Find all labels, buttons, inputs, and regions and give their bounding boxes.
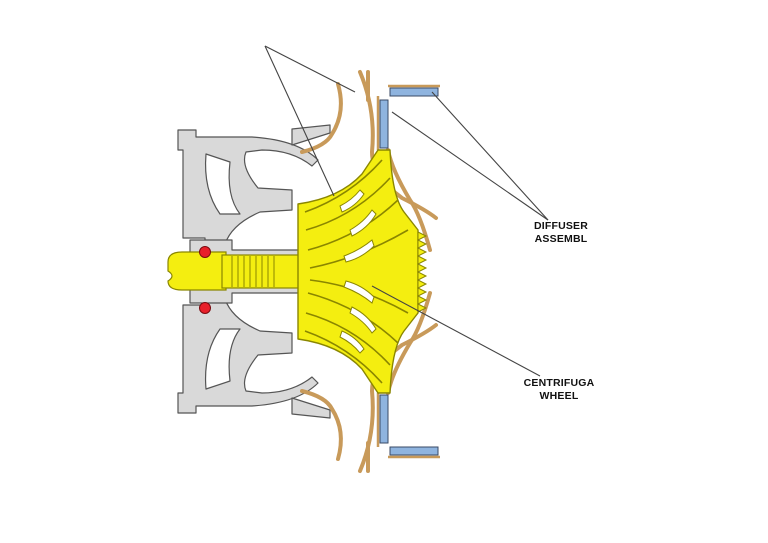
leader-top-left-b	[264, 45, 356, 93]
centrifugal-wheel	[297, 149, 428, 394]
bearing-ball-lower	[199, 302, 211, 314]
wheel-serrations	[416, 231, 428, 313]
shaft	[167, 251, 303, 291]
shroud-lower	[300, 389, 343, 461]
leader-wheel	[371, 285, 541, 377]
diffuser-vane-upper	[379, 99, 389, 149]
blade	[304, 330, 383, 384]
diffuser-ring-upper	[389, 87, 439, 97]
wheel-blade-slots	[339, 189, 377, 354]
leader-lines	[264, 45, 549, 377]
bearing-ball-upper	[199, 246, 211, 258]
housing-scroll-upper	[204, 153, 241, 215]
blade-slot	[343, 280, 375, 304]
blade	[305, 177, 391, 231]
blade-slot	[349, 306, 377, 334]
diffuser-frame-upper	[376, 84, 440, 150]
diffuser-frame-lower	[376, 393, 440, 459]
blade-slot	[343, 239, 375, 263]
diffuser-assembly	[379, 87, 439, 456]
diffuser-label-line1: DIFFUSER	[533, 220, 589, 232]
housing-lower	[177, 298, 319, 414]
diffuser-assembly-label: DIFFUSER ASSEMBL	[526, 220, 596, 246]
blade-slot	[339, 189, 365, 213]
shroud-upper	[300, 82, 343, 154]
leader-top-left-a	[264, 45, 335, 197]
blade	[304, 159, 383, 213]
wheel-label-line2: WHEEL	[539, 390, 579, 402]
blade	[305, 312, 391, 366]
diffuser-label-line2: ASSEMBL	[534, 233, 588, 245]
housing-upper	[177, 129, 319, 245]
blade-slot	[339, 330, 365, 354]
diffuser-ring-lower	[389, 446, 439, 456]
compressor-shroud	[300, 70, 438, 473]
diffuser-vane-lower	[379, 394, 389, 444]
shaft-splines	[231, 256, 275, 287]
leader-diffuser-b	[431, 91, 549, 221]
diffuser-frame	[376, 84, 440, 459]
wheel-label-line1: CENTRIFUGA	[523, 377, 595, 389]
shaft-end	[167, 251, 227, 291]
leader-diffuser-a	[391, 111, 549, 221]
housing-scroll-lower	[204, 328, 241, 390]
backplate-lower	[386, 291, 432, 395]
backplate-upper	[386, 148, 432, 252]
blade-slot	[349, 209, 377, 237]
wheel-body	[297, 149, 419, 394]
housing-flange-top	[291, 124, 331, 146]
centrifugal-wheel-label: CENTRIFUGA WHEEL	[519, 377, 599, 403]
housing-flange-upper	[291, 397, 331, 419]
